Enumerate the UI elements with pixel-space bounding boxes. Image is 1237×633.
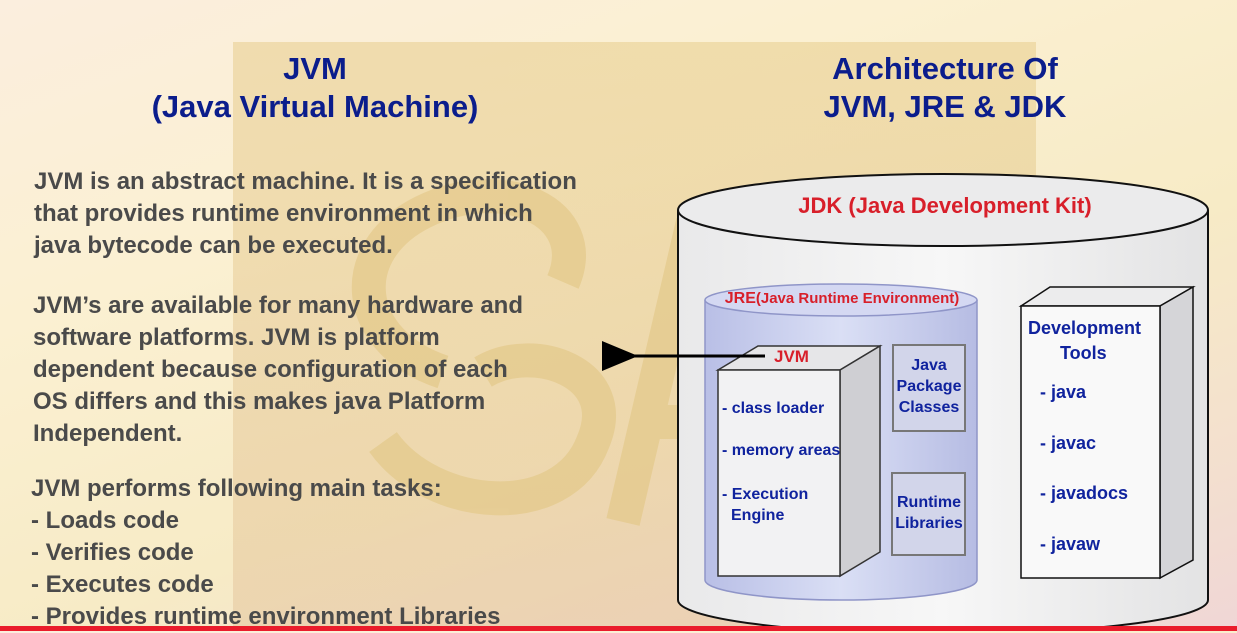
java-package-box <box>892 344 966 432</box>
task-item: - Provides runtime environment Libraries <box>31 603 501 630</box>
para-line: java bytecode can be executed. <box>34 232 393 259</box>
dev-tool-javadocs: - javadocs <box>1040 483 1129 503</box>
para-line: JVM is an abstract machine. It is a spec… <box>34 168 577 195</box>
dev-tools-line: Tools <box>1060 343 1107 363</box>
task-item: - Loads code <box>31 507 180 534</box>
jdk-cylinder-top <box>677 173 1209 247</box>
dev-tools-line: Development <box>1028 318 1142 338</box>
progress-bar[interactable] <box>0 626 1237 631</box>
jvm-title-line1: JVM <box>283 51 347 86</box>
java-package-line: Classes <box>898 399 960 416</box>
dev-tool-javaw: - javaw <box>1040 534 1101 554</box>
architecture-title-line2: JVM, JRE & JDK <box>823 89 1067 124</box>
dev-tool-java: - java <box>1040 382 1087 402</box>
para-line: software platforms. JVM is platform <box>33 324 440 351</box>
jvm-label: JVM <box>774 347 809 366</box>
dev-tools-cube <box>1018 285 1196 580</box>
development-tools-label: Development Tools <box>1028 316 1148 366</box>
para-line: Independent. <box>33 420 183 447</box>
runtime-libraries-box <box>891 472 966 556</box>
para-line: JVM’s are available for many hardware an… <box>33 292 523 319</box>
jvm-item-execution-engine: - Execution Engine <box>722 484 832 526</box>
execution-engine-line1: - Execution <box>722 486 809 503</box>
architecture-title: Architecture Of JVM, JRE & JDK <box>790 50 1100 126</box>
java-package-line: Java <box>911 357 947 374</box>
jvm-platform-paragraph: JVM’s are available for many hardware an… <box>33 290 653 450</box>
runtime-lib-line: Libraries <box>895 515 963 532</box>
jvm-definition-paragraph: JVM is an abstract machine. It is a spec… <box>34 166 654 262</box>
jre-label-full: (Java Runtime Environment) <box>755 290 960 307</box>
jvm-cube <box>715 344 883 578</box>
task-item: - Verifies code <box>31 539 194 566</box>
java-package-line: Package <box>896 378 962 395</box>
jre-cylinder-top <box>704 283 978 317</box>
jvm-item-class-loader: - class loader <box>722 400 825 417</box>
dev-tool-javac: - javac <box>1040 433 1097 453</box>
jvm-item-memory-areas: - memory areas <box>722 442 841 459</box>
runtime-libraries-label: Runtime Libraries <box>893 492 965 534</box>
execution-engine-line2: Engine <box>731 507 785 524</box>
para-line: that provides runtime environment in whi… <box>34 200 533 227</box>
jre-label-abbrev: JRE <box>724 290 756 307</box>
para-line: OS differs and this makes java Platform <box>33 388 486 415</box>
jvm-title: JVM (Java Virtual Machine) <box>100 50 530 126</box>
architecture-title-line1: Architecture Of <box>832 51 1058 86</box>
tasks-heading: JVM performs following main tasks: <box>31 475 442 502</box>
java-package-classes-label: Java Package Classes <box>896 355 962 418</box>
para-line: dependent because configuration of each <box>33 356 508 383</box>
jvm-title-line2: (Java Virtual Machine) <box>151 89 479 124</box>
jdk-label: JDK (Java Development Kit) <box>798 193 1092 218</box>
jvm-tasks-list: JVM performs following main tasks: - Loa… <box>31 473 591 633</box>
task-item: - Executes code <box>31 571 214 598</box>
runtime-lib-line: Runtime <box>897 494 961 511</box>
jre-label: JRE(Java Runtime Environment) <box>712 290 972 308</box>
